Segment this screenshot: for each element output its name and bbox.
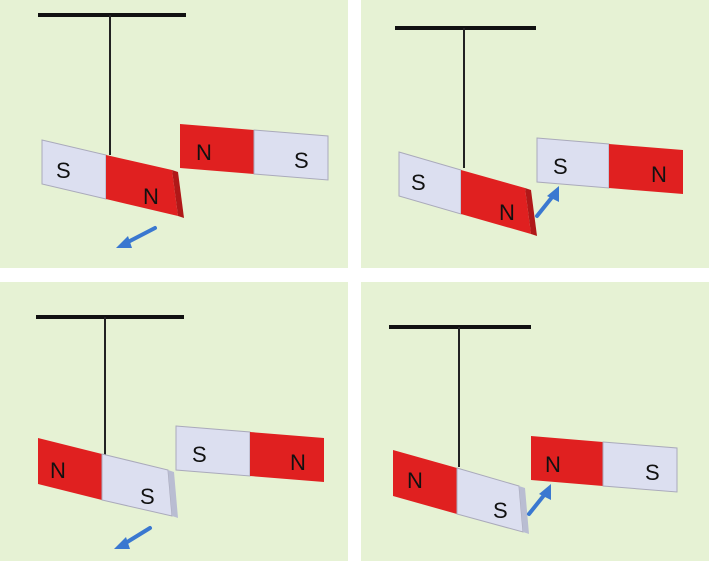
hanging-magnet-right-face (172, 170, 184, 218)
hanging-magnet-left-label: S (411, 170, 426, 195)
arrow-down-left-icon (116, 226, 157, 248)
fixed-magnet-left-pole (175, 425, 251, 477)
hanging-magnet-left-label: N (50, 458, 66, 483)
fixed-magnet: N S (180, 124, 329, 181)
arrow-up-right-icon (527, 484, 551, 516)
arrow-up-right-icon (535, 186, 559, 218)
magnet-scene: S N S N (395, 26, 683, 236)
hanging-magnet: S N (398, 151, 537, 236)
arrow-down-left-icon (114, 526, 152, 549)
hanging-magnet-right-pole (461, 170, 531, 234)
hanging-magnet-right-pole (101, 453, 173, 517)
fixed-magnet-right-label: S (645, 460, 660, 485)
hanging-magnet-right-label: N (499, 200, 515, 225)
fixed-magnet-right-label: N (651, 162, 667, 187)
hanging-magnet-left-label: S (56, 158, 71, 183)
hanging-magnet: N S (38, 438, 178, 518)
magnet-scene: S N N S (38, 13, 329, 248)
panel-top-left: S N N S (0, 0, 348, 268)
fixed-magnet-right-pole (250, 432, 324, 482)
hanging-magnet-left-label: N (407, 468, 423, 493)
fixed-magnet-right-pole (602, 441, 678, 493)
hanging-magnet: N S (393, 450, 529, 534)
magnet-scene: N S N S (389, 325, 678, 534)
fixed-magnet-left-pole (180, 124, 254, 174)
fixed-magnet-right-label: N (290, 450, 306, 475)
fixed-magnet-right-pole (609, 144, 683, 194)
hanging-magnet-left-pole (41, 139, 107, 200)
fixed-magnet: N S (531, 436, 678, 493)
fixed-magnet-left-label: N (196, 140, 212, 165)
fixed-magnet-left-pole (536, 137, 610, 189)
hanging-magnet-right-label: S (140, 484, 155, 509)
hanging-magnet-left-pole (38, 438, 102, 500)
hanging-magnet-right-pole (106, 155, 178, 216)
fixed-magnet-right-pole (253, 129, 329, 181)
hanging-magnet-right-label: S (493, 498, 508, 523)
fixed-magnet-right-label: S (294, 148, 309, 173)
hanging-magnet-left-pole (398, 151, 462, 215)
hanging-magnet-right-face (525, 188, 537, 236)
hanging-magnet-right-label: N (143, 184, 159, 209)
magnet-scene: N S S N (36, 315, 324, 549)
hanging-magnet-right-pole (456, 467, 524, 533)
fixed-magnet-left-label: S (553, 154, 568, 179)
hanging-magnet-right-face (168, 470, 178, 518)
panel-bottom-right: N S N S (361, 282, 709, 561)
panel-bottom-left: N S S N (0, 282, 348, 561)
fixed-magnet-left-label: S (192, 442, 207, 467)
hanging-magnet-right-face (519, 486, 529, 534)
hanging-magnet-left-pole (393, 450, 457, 514)
panel-top-right: S N S N (361, 0, 709, 268)
fixed-magnet: S N (536, 137, 683, 194)
hanging-magnet: S N (41, 139, 184, 218)
fixed-magnet: S N (175, 425, 324, 482)
fixed-magnet-left-pole (531, 436, 603, 486)
fixed-magnet-left-label: N (545, 452, 561, 477)
